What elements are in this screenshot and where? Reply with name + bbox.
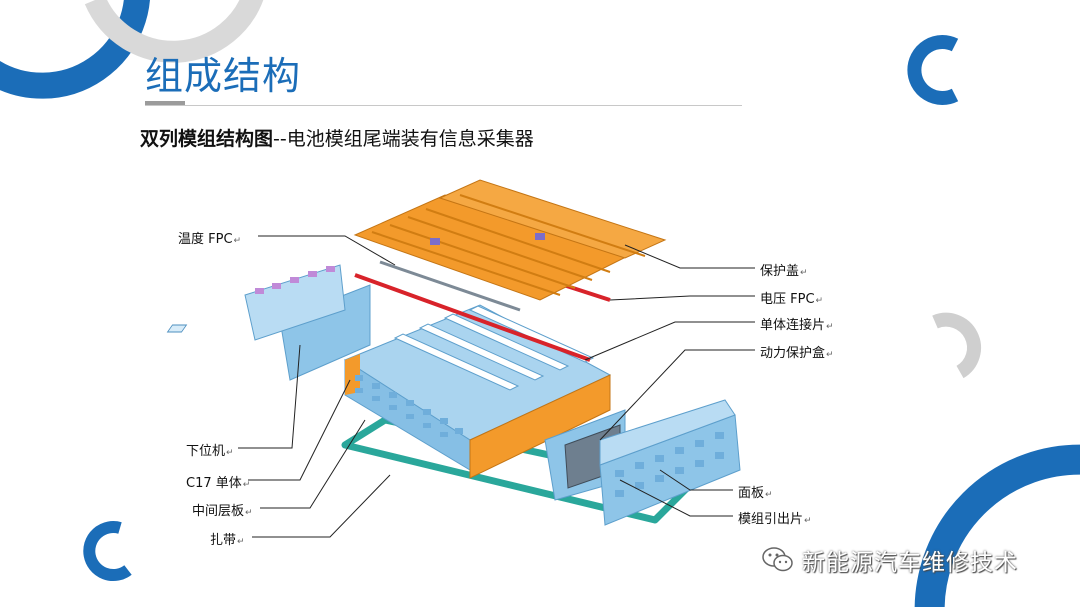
top-right-blue-c	[907, 35, 959, 105]
label-lower-unit: 下位机↵	[186, 444, 234, 459]
label-strap: 扎带↵	[210, 533, 245, 548]
watermark-text: 新能源汽车维修技术	[802, 550, 1018, 576]
bottom-right-blue-arc	[914, 444, 1080, 607]
bottom-left-blue-c	[83, 521, 132, 582]
leader-c17	[248, 379, 351, 481]
front-cell-texture	[355, 375, 463, 437]
return-mark: ↵	[226, 448, 234, 458]
page-title: 组成结构	[145, 54, 302, 98]
diagram-subtitle: 双列模组结构图--电池模组尾端装有信息采集器	[140, 124, 534, 151]
cell-block-orange-end	[469, 374, 611, 479]
panel-bumps	[615, 432, 724, 497]
label-middle-plate: 中间层板↵	[192, 504, 253, 519]
leader-lines	[238, 235, 755, 538]
title-divider	[145, 105, 742, 106]
label-c17-cell: C17 单体↵	[186, 476, 251, 491]
label-module-lead: 模组引出片↵	[738, 512, 812, 527]
top-left-blue-arc	[0, 0, 150, 99]
return-mark: ↵	[237, 537, 245, 547]
cell-block-orange-left	[345, 354, 360, 395]
return-mark: ↵	[800, 268, 808, 278]
leader-panel	[659, 469, 733, 491]
front-panel-top	[599, 399, 736, 466]
watermark: 新能源汽车维修技术	[760, 542, 1018, 578]
leader-module-lead	[619, 479, 733, 517]
label-power-box: 动力保护盒↵	[760, 346, 834, 361]
title-accent-bar	[145, 101, 185, 106]
leader-middle-plate	[260, 419, 366, 509]
return-mark: ↵	[826, 350, 834, 360]
label-cover: 保护盖↵	[760, 264, 808, 279]
leader-power-box	[599, 349, 755, 441]
wechat-icon	[762, 547, 793, 572]
return-mark: ↵	[804, 516, 812, 526]
leader-cover	[624, 244, 755, 269]
gray-rod	[379, 260, 521, 312]
return-mark: ↵	[245, 508, 253, 518]
return-mark: ↵	[815, 296, 824, 306]
temp-fpc-connectors	[255, 266, 335, 294]
label-temp-fpc: 温度 FPC↵	[178, 232, 242, 247]
leader-voltage-fpc	[609, 295, 755, 301]
leader-lower-unit	[238, 344, 301, 449]
label-panel: 面板↵	[738, 486, 773, 501]
cell-rows	[166, 324, 188, 333]
title-block: 组成结构	[145, 50, 745, 106]
leader-strap	[252, 474, 391, 538]
right-gray-arc	[932, 312, 982, 379]
return-mark: ↵	[765, 490, 773, 500]
return-mark: ↵	[233, 236, 242, 246]
leader-cell-connector	[584, 321, 755, 361]
subtitle-bold: 双列模组结构图	[140, 128, 274, 150]
top-left-gray-arc	[84, 0, 264, 63]
leader-temp-fpc	[258, 235, 396, 266]
return-mark: ↵	[242, 480, 251, 490]
protective-cover	[353, 179, 667, 301]
label-cell-connector: 单体连接片↵	[760, 318, 834, 333]
subtitle-rest: --电池模组尾端装有信息采集器	[273, 128, 534, 150]
voltage-fpc-strip-1	[354, 273, 591, 362]
label-voltage-fpc: 电压 FPC↵	[760, 292, 824, 307]
return-mark: ↵	[826, 322, 834, 332]
